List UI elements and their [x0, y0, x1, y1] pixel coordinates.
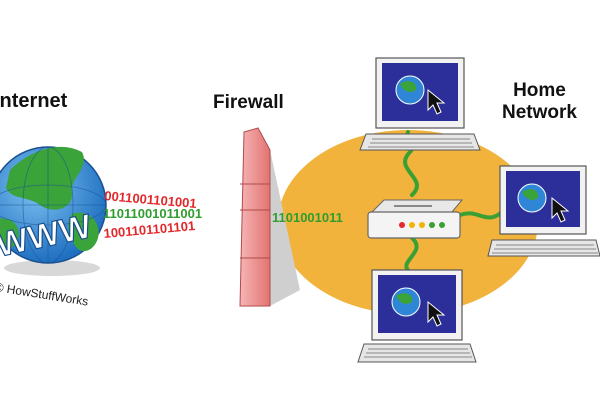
router-icon — [367, 199, 464, 239]
home-network-label-line1: Home — [513, 80, 566, 101]
mouse-cursor-icon — [551, 196, 570, 223]
internet-label: Internet — [0, 90, 68, 112]
bitstream-green: 11011001011001 — [103, 206, 202, 221]
home-network-label-line2: Network — [502, 102, 577, 123]
mouse-cursor-icon — [427, 300, 446, 327]
computer-icon-right — [487, 165, 600, 257]
bitstream-allowed: 1101001011 — [272, 210, 343, 225]
computer-icon-top — [359, 57, 481, 151]
incoming-bitstreams: 0011001101001 11011001011001 10011011011… — [103, 188, 202, 241]
mouse-cursor-icon — [427, 88, 446, 115]
globe-icon: WWW — [0, 146, 107, 276]
computer-icon-bottom — [357, 269, 477, 363]
firewall-icon — [239, 127, 300, 307]
bitstream-red-bottom: 1001101101101 — [103, 218, 196, 241]
home-network-label: Home Network — [502, 80, 577, 124]
firewall-label: Firewall — [213, 92, 284, 113]
